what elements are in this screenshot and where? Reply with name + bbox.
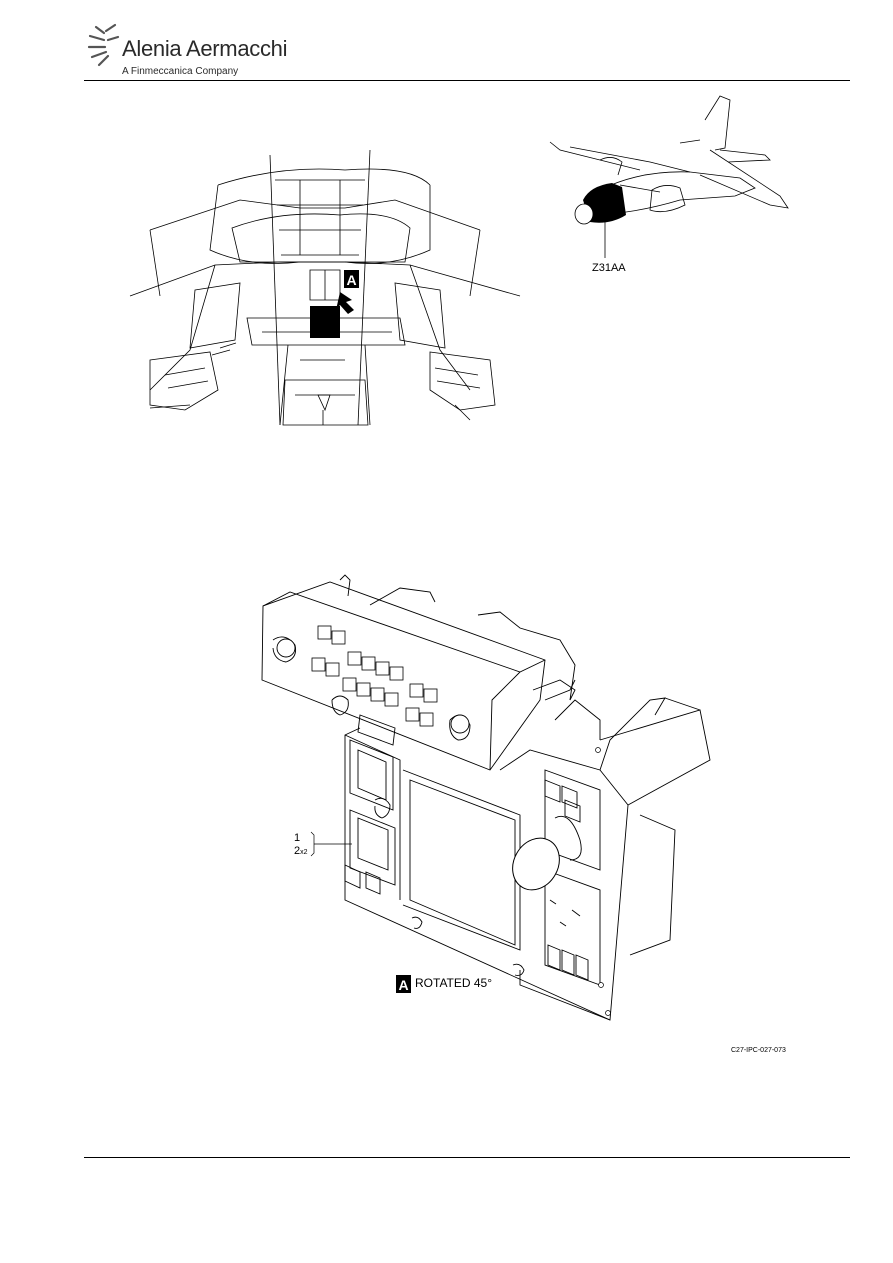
item-number-2: 2x2 [294,845,308,857]
view-a-caption-marker-box [396,975,411,993]
item-2-number: 2 [294,845,301,857]
switch-bank-1 [311,625,438,727]
figure-code: C27-IPC-027-073 [731,1047,786,1054]
knob-left [276,638,296,658]
view-a-marker-box [344,270,359,288]
zone-label: Z31AA [592,262,626,274]
header-rule [84,80,850,81]
view-caption: ROTATED 45° [415,976,493,990]
company-logo-icon [87,23,120,67]
panel-location-highlight [310,306,340,338]
brand-subtitle: A Finmeccanica Company [122,66,239,77]
aircraft-locator-illustration [549,95,789,216]
view-a-arrow-icon [336,292,354,314]
footer-rule [84,1157,850,1158]
fastener-2 [598,982,604,988]
fastener-3 [605,1010,611,1016]
item-callout-bracket [310,831,315,857]
highlighted-nose-section [583,183,626,223]
item-number-1: 1 [294,832,301,844]
panel-assembly-illustration [261,574,711,1021]
cockpit-overview-illustration [129,149,521,426]
view-a-caption-marker-text: A [398,977,408,993]
fastener-1 [595,747,601,753]
control-knob-large [512,837,560,891]
knob-right [450,714,470,734]
view-a-marker-text: A [346,272,356,288]
brand-name: Alenia Aermacchi [122,36,288,61]
aircraft-nose-cone [574,203,594,225]
item-2-quantity: x2 [300,849,308,856]
